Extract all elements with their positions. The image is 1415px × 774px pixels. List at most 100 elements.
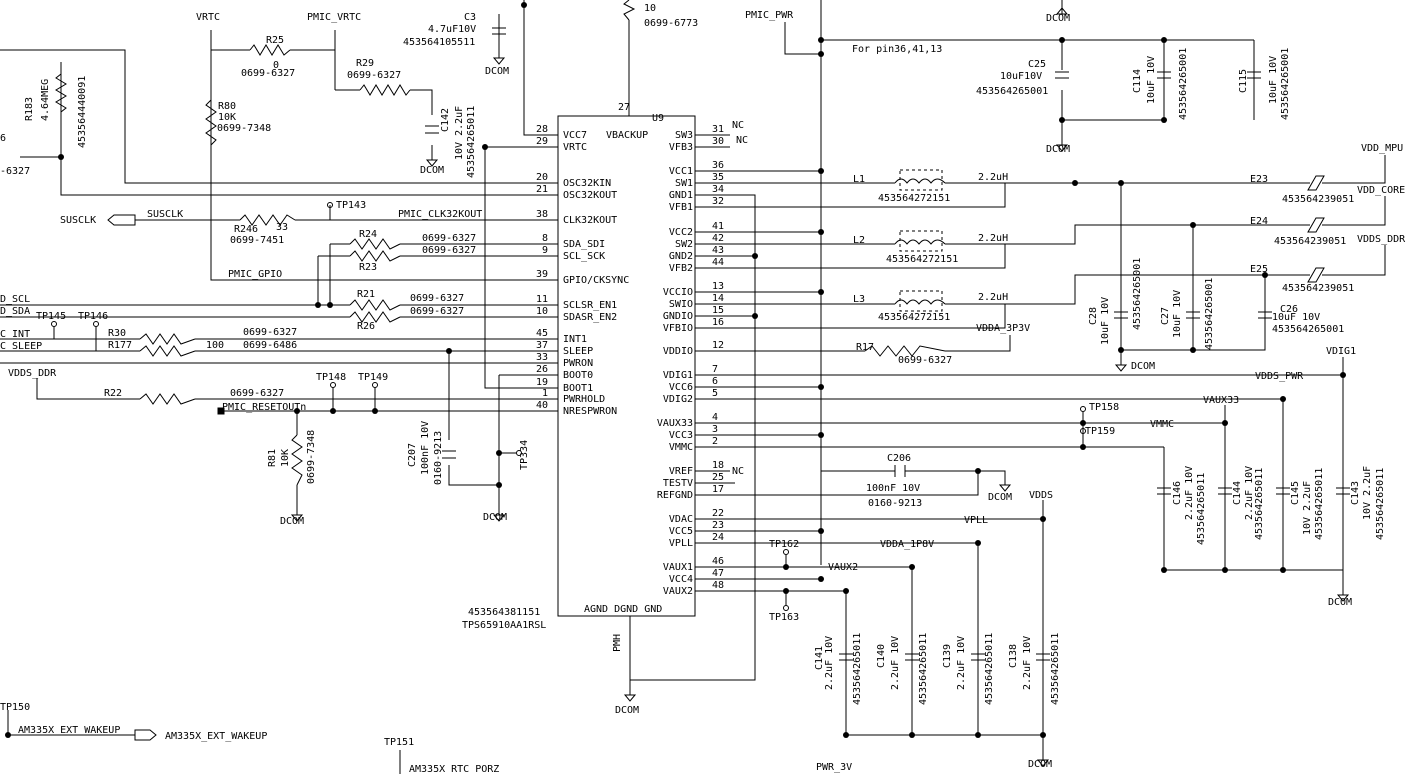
r23-ref: R23 (359, 262, 377, 273)
r183-ref: R183 (24, 97, 35, 121)
pin-name: VCC3 (669, 430, 693, 441)
dcom-label: DCOM (1328, 597, 1352, 608)
r25-part: 0699-6327 (241, 68, 295, 79)
pin-number: 19 (536, 377, 548, 388)
pin-name: VAUX1 (663, 562, 693, 573)
c138-value: 2.2uF 10V (1022, 636, 1033, 690)
pin-name: VCCIO (663, 287, 693, 298)
r24-part: 0699-6327 (422, 233, 476, 244)
pin-number: 4 (712, 412, 718, 423)
r29-part: 0699-6327 (347, 70, 401, 81)
net-c-sleep: C_SLEEP (0, 341, 42, 352)
c3-value: 4.7uF10V (428, 24, 476, 35)
e23-part: 453564239051 (1282, 194, 1354, 205)
r183-value: 4.64MEG (40, 79, 51, 121)
pin-number: 41 (712, 221, 724, 232)
net-vdds-ddr-left: VDDS_DDR (8, 368, 57, 379)
net-vdds-ddr-right: VDDS_DDR (1357, 234, 1406, 245)
pin-number: 48 (712, 580, 724, 591)
tp-label: TP146 (78, 311, 108, 322)
pin-number: 43 (712, 245, 724, 256)
pin-name: VRTC (563, 142, 587, 153)
c146-part: 453564265011 (1196, 473, 1207, 545)
component-labels: R183 4.64MEG 453564440091 6 -6327 R25 0 … (0, 3, 1386, 705)
pin-name: SDASR_EN2 (563, 312, 617, 323)
r26-part: 0699-6327 (410, 306, 464, 317)
pin-name: BOOT0 (563, 370, 593, 381)
top-res-value: 10 (644, 3, 656, 14)
l1-value: 2.2uH (978, 172, 1008, 183)
pin-name: VDIG1 (663, 370, 693, 381)
l2-ref: L2 (853, 235, 865, 246)
net-vaux2: VAUX2 (828, 562, 858, 573)
pin-name: NRESPWRON (563, 406, 617, 417)
c206-part: 0160-9213 (868, 498, 922, 509)
pin-number: 32 (712, 196, 724, 207)
c207-ref: C207 (407, 443, 418, 467)
tp-label: TP149 (358, 372, 388, 383)
pin-name: SCLSR_EN1 (563, 300, 617, 311)
dcom-label: DCOM (1131, 361, 1155, 372)
l2-part: 453564272151 (886, 254, 958, 265)
wires (0, 0, 1386, 774)
c141-value: 2.2uF 10V (824, 636, 835, 690)
c141-ref: C141 (814, 646, 825, 670)
c26-ref: C26 (1280, 304, 1298, 315)
pin-number: 21 (536, 184, 548, 195)
pin-number: 1 (542, 388, 548, 399)
tp-label: TP334 (519, 440, 530, 470)
net-vaux33: VAUX33 (1203, 395, 1239, 406)
pin-name: VCC7 (563, 130, 587, 141)
c146-value: 2.2uF 10V (1184, 466, 1195, 520)
chip-ground-label: AGND DGND GND (584, 604, 662, 615)
pin-name: VDIG2 (663, 394, 693, 405)
chip-pmh: PMH (612, 634, 623, 652)
pin-number: 18 (712, 460, 724, 471)
e25-part: 453564239051 (1282, 283, 1354, 294)
c142-ref: C142 (440, 108, 451, 132)
net-pmic-vrtc: PMIC_VRTC (307, 12, 361, 23)
r17-ref: R17 (856, 342, 874, 353)
net-ext-wakeup-right: AM335X_EXT_WAKEUP (165, 731, 267, 742)
pin-name: SW3 (675, 130, 693, 141)
pin-number: 44 (712, 257, 724, 268)
r22-ref: R22 (104, 388, 122, 399)
pin-number: 35 (712, 172, 724, 183)
c28-value: 10uF 10V (1100, 297, 1111, 345)
chip-vbackup: VBACKUP (606, 130, 648, 141)
pin-name: INT1 (563, 334, 587, 345)
net-vdds: VDDS (1029, 490, 1053, 501)
pin-name: VDAC (669, 514, 693, 525)
pin-name: VDDIO (663, 346, 693, 357)
net-pmic-clk32kout: PMIC_CLK32KOUT (398, 209, 482, 220)
c3-part: 453564105511 (403, 37, 475, 48)
chip-part-name: TPS65910AA1RSL (462, 620, 546, 631)
c114-ref: C114 (1132, 69, 1143, 93)
c114-value: 10uF 10V (1146, 56, 1157, 104)
r80-body (205, 99, 217, 146)
r81-value: 10K (280, 449, 291, 467)
pin-number: 23 (712, 520, 724, 531)
c27-part: 453564265001 (1204, 278, 1215, 350)
net-labels: VRTC PMIC_VRTC PMIC_PWR For pin36,41,13 … (0, 10, 1406, 774)
pin-name: VCC2 (669, 227, 693, 238)
c145-ref: C145 (1290, 481, 1301, 505)
tp-label: TP162 (769, 539, 799, 550)
pin-name: SW2 (675, 239, 693, 250)
chip-body (557, 115, 696, 617)
net-pmic-pwr: PMIC_PWR (745, 10, 794, 21)
pin-number: 30 (712, 136, 724, 147)
r21-part: 0699-6327 (410, 293, 464, 304)
l2-value: 2.2uH (978, 233, 1008, 244)
r246-part: 0699-7451 (230, 235, 284, 246)
pin-name: OSC32KOUT (563, 190, 617, 201)
net-pwr-3v: PWR_3V (816, 762, 852, 773)
pin-number: 34 (712, 184, 724, 195)
pin-number: 45 (536, 328, 548, 339)
pin-number: 38 (536, 209, 548, 220)
r23-part: 0699-6327 (422, 245, 476, 256)
pin-number: 9 (542, 245, 548, 256)
c26-value: 10uF 10V (1272, 312, 1320, 323)
nc-label: NC (736, 135, 748, 146)
